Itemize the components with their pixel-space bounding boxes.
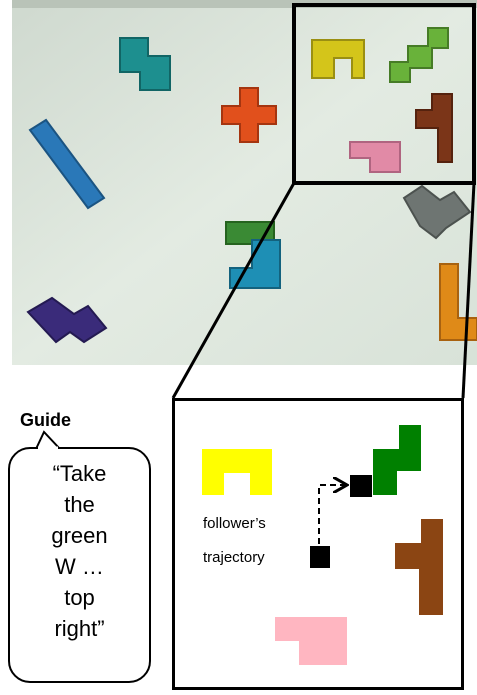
yellow-u-piece <box>202 449 272 495</box>
brown-piece-photo <box>415 93 453 163</box>
utterance-line: the <box>64 492 95 517</box>
brown-piece <box>395 519 443 615</box>
highlight-box <box>292 3 476 185</box>
teal-piece <box>119 37 171 91</box>
board-shadow-top <box>12 0 477 8</box>
utterance-line: W … <box>55 554 104 579</box>
guide-utterance: “Take the green W … top right” <box>8 458 151 644</box>
trajectory-label-line1: follower’s <box>203 515 266 532</box>
yellow-piece-photo <box>311 39 365 79</box>
zoom-panel: follower’s trajectory <box>172 398 464 690</box>
blue-bar-piece <box>28 118 106 210</box>
utterance-line: right” <box>54 616 105 641</box>
purple-piece <box>26 296 108 344</box>
utterance-line: “Take <box>52 461 107 486</box>
trajectory-label-line2: trajectory <box>203 549 265 566</box>
board-photo <box>12 0 477 365</box>
follower-trajectory-path <box>318 485 345 544</box>
utterance-line: green <box>51 523 108 548</box>
speech-bubble <box>8 447 151 683</box>
guide-label: Guide <box>20 410 72 430</box>
pink-piece <box>275 617 347 665</box>
orange-cross-piece <box>221 87 277 143</box>
utterance-line: top <box>64 585 95 610</box>
green-w-piece <box>373 425 421 495</box>
pink-piece-photo <box>349 141 401 173</box>
follower-marker-end <box>350 475 372 497</box>
follower-marker-start <box>310 546 330 568</box>
green-w-piece-photo <box>389 27 449 83</box>
zoom-schematic <box>202 425 443 665</box>
